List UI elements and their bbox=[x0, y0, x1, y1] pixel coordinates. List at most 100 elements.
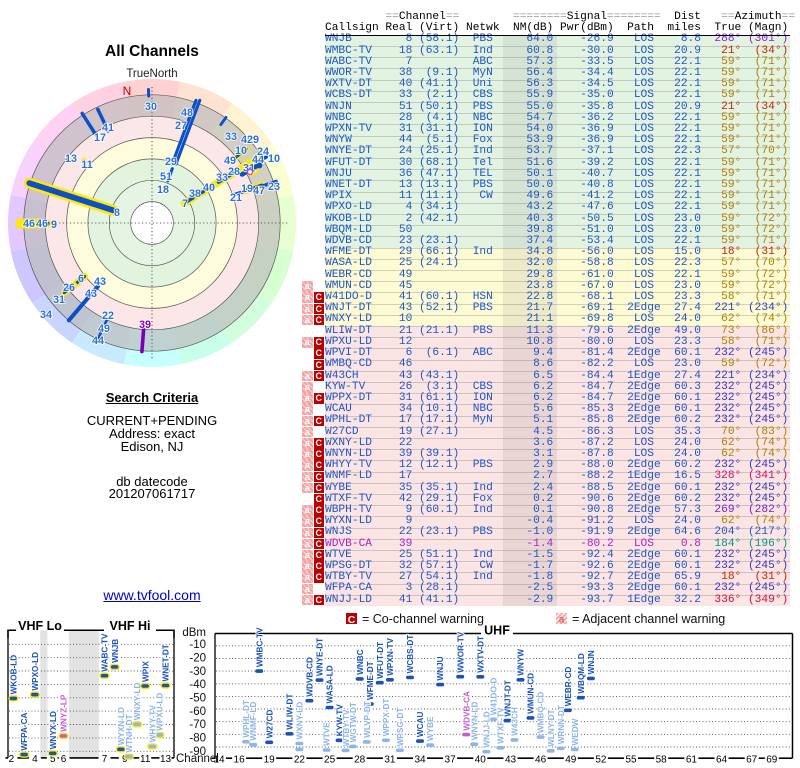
svg-text:WLVP-DT: WLVP-DT bbox=[363, 701, 372, 738]
svg-text:WNYW: WNYW bbox=[517, 649, 526, 676]
svg-text:W43CH: W43CH bbox=[511, 707, 520, 736]
svg-text:31: 31 bbox=[384, 754, 396, 765]
svg-text:N: N bbox=[123, 84, 132, 98]
svg-text:46: 46 bbox=[23, 218, 35, 230]
svg-text:34: 34 bbox=[414, 754, 426, 765]
svg-text:WEDW: WEDW bbox=[571, 718, 580, 745]
svg-text:-20: -20 bbox=[189, 653, 206, 665]
svg-text:13: 13 bbox=[160, 754, 172, 765]
svg-text:19: 19 bbox=[241, 183, 253, 195]
svg-text:26: 26 bbox=[63, 282, 75, 294]
svg-text:WMBQ-CD: WMBQ-CD bbox=[537, 692, 546, 733]
svg-text:= Co-channel warning: = Co-channel warning bbox=[362, 612, 484, 626]
svg-text:WASA-LD: WASA-LD bbox=[326, 665, 335, 703]
svg-text:WDVB-CA: WDVB-CA bbox=[462, 691, 471, 731]
svg-text:-50: -50 bbox=[189, 693, 206, 705]
svg-text:a: a bbox=[559, 614, 565, 625]
svg-text:5: 5 bbox=[50, 754, 56, 765]
svg-text:C: C bbox=[348, 614, 356, 626]
svg-text:30: 30 bbox=[145, 101, 157, 113]
svg-text:WPSG-DT: WPSG-DT bbox=[396, 708, 405, 747]
svg-text:Channel: Channel bbox=[176, 753, 219, 765]
svg-text:WFUT-DT: WFUT-DT bbox=[376, 642, 385, 679]
svg-text:WPXN-TV: WPXN-TV bbox=[386, 638, 395, 676]
svg-text:51: 51 bbox=[160, 171, 172, 183]
svg-text:34: 34 bbox=[40, 309, 52, 321]
svg-text:WPXU-LD: WPXU-LD bbox=[155, 693, 164, 731]
svg-text:10: 10 bbox=[235, 145, 247, 157]
svg-text:6: 6 bbox=[61, 754, 67, 765]
svg-text:All Channels: All Channels bbox=[105, 43, 199, 60]
svg-text:48: 48 bbox=[181, 107, 193, 119]
svg-text:WNJT-DT: WNJT-DT bbox=[504, 680, 513, 716]
svg-text:WTXF-TV: WTXF-TV bbox=[497, 707, 506, 744]
svg-text:25: 25 bbox=[324, 754, 336, 765]
svg-text:39: 39 bbox=[139, 319, 151, 331]
svg-text:40: 40 bbox=[203, 182, 215, 194]
svg-text:61: 61 bbox=[686, 754, 698, 765]
svg-text:19: 19 bbox=[264, 754, 276, 765]
svg-text:WABC-TV: WABC-TV bbox=[101, 633, 110, 672]
svg-text:WNBC: WNBC bbox=[356, 649, 365, 675]
svg-text:WFME-DT: WFME-DT bbox=[366, 661, 375, 700]
svg-text:WMUN-CD: WMUN-CD bbox=[527, 673, 536, 714]
svg-text:55: 55 bbox=[625, 754, 637, 765]
svg-text:-90: -90 bbox=[189, 746, 206, 758]
svg-text:dBm: dBm bbox=[182, 627, 206, 639]
svg-text:WTBY-TV: WTBY-TV bbox=[342, 709, 351, 746]
svg-text:49: 49 bbox=[224, 155, 236, 167]
svg-text:43: 43 bbox=[85, 288, 97, 300]
svg-text:WNJB: WNJB bbox=[111, 639, 120, 663]
svg-text:28: 28 bbox=[228, 166, 240, 178]
svg-text:67: 67 bbox=[746, 754, 758, 765]
svg-text:WCBS-DT: WCBS-DT bbox=[406, 635, 415, 674]
svg-text:-10: -10 bbox=[189, 639, 206, 651]
svg-text:WPPX-DT: WPPX-DT bbox=[382, 699, 391, 737]
svg-text:10: 10 bbox=[268, 153, 280, 165]
svg-text:46: 46 bbox=[535, 754, 547, 765]
svg-text:27: 27 bbox=[175, 120, 187, 132]
svg-text:WTNH-DT: WTNH-DT bbox=[125, 714, 134, 752]
svg-text:17: 17 bbox=[94, 132, 106, 144]
svg-text:VHF Hi: VHF Hi bbox=[110, 619, 151, 633]
svg-text:2: 2 bbox=[9, 754, 15, 765]
svg-text:UHF: UHF bbox=[484, 624, 510, 638]
svg-text:WNYE-DT: WNYE-DT bbox=[316, 638, 325, 676]
svg-text:6: 6 bbox=[78, 273, 84, 285]
svg-text:WEBR-CD: WEBR-CD bbox=[564, 667, 573, 707]
svg-text:31: 31 bbox=[53, 294, 65, 306]
svg-text:41: 41 bbox=[102, 122, 114, 134]
svg-text:WNJN: WNJN bbox=[587, 650, 596, 674]
svg-text:WHYY-TV: WHYY-TV bbox=[148, 705, 157, 743]
svg-text:16: 16 bbox=[234, 754, 246, 765]
svg-text:40: 40 bbox=[475, 754, 487, 765]
svg-text:69: 69 bbox=[766, 754, 778, 765]
svg-text:WLIW-DT: WLIW-DT bbox=[286, 694, 295, 730]
svg-text:58: 58 bbox=[656, 754, 668, 765]
svg-text:23: 23 bbox=[268, 181, 280, 193]
svg-text:429: 429 bbox=[241, 134, 259, 146]
svg-text:WNJU: WNJU bbox=[436, 656, 445, 680]
svg-text:7: 7 bbox=[182, 198, 188, 210]
svg-text:VHF Lo: VHF Lo bbox=[18, 619, 62, 633]
svg-text:52: 52 bbox=[595, 754, 607, 765]
svg-text:TrueNorth: TrueNorth bbox=[126, 68, 177, 80]
svg-text:WKOB-LD: WKOB-LD bbox=[10, 655, 19, 695]
svg-text:WNJJ-LD: WNJJ-LD bbox=[483, 711, 492, 747]
svg-text:WNMF-LD: WNMF-LD bbox=[249, 702, 258, 741]
svg-text:WWOR-TV: WWOR-TV bbox=[456, 631, 465, 672]
svg-text:-70: -70 bbox=[189, 719, 206, 731]
svg-text:WNET-DT: WNET-DT bbox=[162, 644, 171, 681]
svg-text:WYBE: WYBE bbox=[426, 716, 435, 741]
svg-text:9: 9 bbox=[122, 754, 128, 765]
svg-text:38: 38 bbox=[189, 188, 201, 200]
svg-text:28: 28 bbox=[354, 754, 366, 765]
svg-text:WTVE: WTVE bbox=[323, 722, 332, 746]
svg-text:-80: -80 bbox=[189, 733, 206, 745]
svg-text:49: 49 bbox=[98, 323, 110, 335]
svg-text:11: 11 bbox=[81, 159, 92, 171]
svg-text:W41DO-D: W41DO-D bbox=[490, 677, 499, 715]
svg-text:WNXY-LD: WNXY-LD bbox=[133, 682, 142, 720]
svg-text:WBQM-LD: WBQM-LD bbox=[577, 653, 586, 694]
svg-text:43: 43 bbox=[94, 276, 106, 288]
